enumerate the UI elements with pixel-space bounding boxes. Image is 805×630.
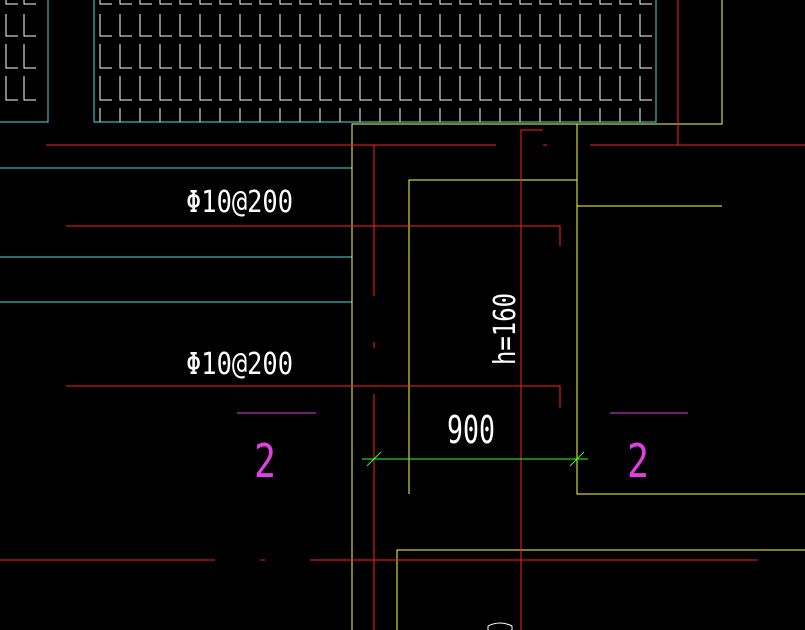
left-slab-edge [0, 0, 49, 123]
dimension-tick-left [366, 451, 382, 467]
thickness-label[interactable]: h=160 [488, 293, 523, 365]
section-marker-left[interactable]: 2 [237, 412, 316, 488]
wall-outline [351, 0, 723, 630]
dimension-line-900[interactable] [362, 451, 588, 467]
lower-slab-outline [396, 549, 805, 630]
slab-grid-hatch-left [5, 0, 36, 101]
section-marker-left-label: 2 [254, 434, 276, 488]
slab-outline-cyan [0, 0, 657, 303]
dimension-label[interactable]: 900 [447, 408, 495, 452]
section-marker-right[interactable]: 2 [610, 412, 688, 488]
structure-outline-yellow [351, 0, 805, 630]
rebar-label-upper[interactable]: Φ10@200 [186, 185, 293, 220]
hatch-path [5, 0, 36, 101]
rebar-label-lower[interactable]: Φ10@200 [186, 347, 293, 382]
slab-grid-hatch-main [99, 0, 652, 122]
rebar-line-upper [66, 225, 561, 246]
opening-outline [408, 179, 805, 495]
rebar-line-lower [66, 385, 561, 408]
hatch-bottom-ticks [99, 108, 641, 122]
section-marker-right-label: 2 [627, 434, 649, 488]
main-slab-edge [93, 0, 657, 123]
hatch-path [99, 0, 652, 101]
partial-text-fragment [487, 622, 513, 630]
red-vertical-axis [520, 129, 543, 630]
dimension-tick-right [569, 451, 585, 467]
